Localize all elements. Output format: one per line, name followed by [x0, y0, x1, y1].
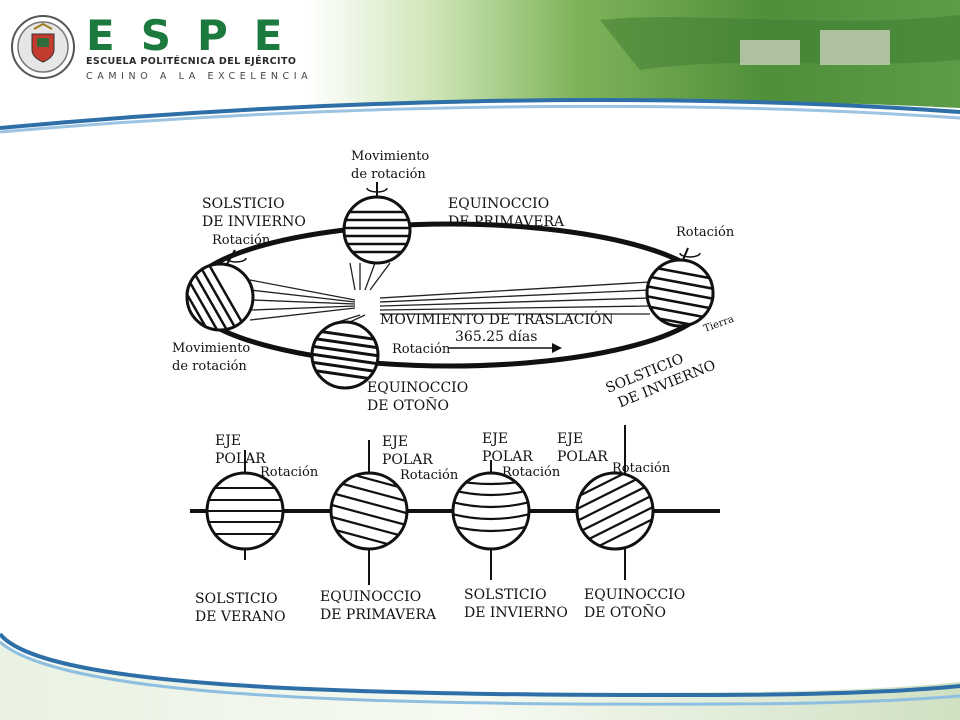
lower-4-caption-line2: DE OTOÑO [584, 603, 666, 621]
otono-label-line2: DE OTOÑO [367, 396, 449, 414]
lower-4-axis-line2: POLAR [557, 449, 608, 465]
left-rotation-label: Rotación [212, 233, 271, 248]
brand-motto: CAMINO A LA EXCELENCIA [86, 71, 313, 82]
footer-banner [0, 632, 960, 720]
globe-left [185, 249, 255, 332]
primavera-label-line2: DE PRIMAVERA [448, 214, 565, 230]
lower-3-axis-line1: EJE [482, 431, 508, 447]
earth-motion-diagram: Movimiento de rotación SOLSTICIO DE INVI… [172, 149, 735, 625]
left-bottom-label-line1: Movimiento [172, 341, 250, 356]
lower-2-axis-line2: POLAR [382, 452, 433, 468]
university-seal-icon [11, 15, 75, 79]
left-label-line2: DE INVIERNO [202, 214, 306, 230]
primavera-label-line1: EQUINOCCIO [448, 196, 549, 212]
lower-1-caption-line2: DE VERANO [195, 609, 286, 625]
left-bottom-label-line2: de rotación [172, 359, 247, 374]
globe-right [645, 247, 715, 328]
top-label-line1: Movimiento [351, 149, 429, 164]
otono-label-line1: EQUINOCCIO [367, 380, 468, 396]
bottom-rotation-label: Rotación [392, 342, 451, 357]
lower-4-axis-line1: EJE [557, 431, 583, 447]
tierra-label: Tierra [702, 314, 735, 335]
lower-globe-2 [329, 440, 409, 585]
globe-bottom [310, 320, 380, 390]
top-label-line2: de rotación [351, 167, 426, 182]
lower-1-caption-line1: SOLSTICIO [195, 591, 278, 607]
traslacion-days: 365.25 días [455, 329, 537, 345]
lower-1-axis-line1: EJE [215, 433, 241, 449]
lower-globe-1 [205, 450, 285, 560]
lower-2-axis-line1: EJE [382, 434, 408, 450]
lower-4-rotation: Rotación [612, 461, 671, 476]
lower-globe-3 [451, 460, 531, 580]
brand-subtitle: ESCUELA POLITÉCNICA DEL EJÉRCITO [86, 56, 297, 67]
lower-3-axis-line2: POLAR [482, 449, 533, 465]
right-rotation-label: Rotación [676, 225, 735, 240]
lower-2-rotation: Rotación [400, 468, 459, 483]
lower-1-rotation: Rotación [260, 465, 319, 480]
brand-title: ESPE [86, 11, 309, 60]
left-label-line1: SOLSTICIO [202, 196, 285, 212]
lower-1-axis-line2: POLAR [215, 451, 266, 467]
lower-3-caption-line2: DE INVIERNO [464, 605, 568, 621]
lower-3-caption-line1: SOLSTICIO [464, 587, 547, 603]
lower-4-caption-line1: EQUINOCCIO [584, 587, 685, 603]
lower-3-rotation: Rotación [502, 465, 561, 480]
sun-rays [249, 262, 651, 323]
traslacion-label: MOVIMIENTO DE TRASLACIÓN [380, 310, 614, 328]
header-banner [0, 0, 960, 134]
globe-top [342, 182, 412, 265]
lower-2-caption-line2: DE PRIMAVERA [320, 607, 437, 623]
lower-2-caption-line1: EQUINOCCIO [320, 589, 421, 605]
lower-globe-4 [575, 425, 655, 580]
